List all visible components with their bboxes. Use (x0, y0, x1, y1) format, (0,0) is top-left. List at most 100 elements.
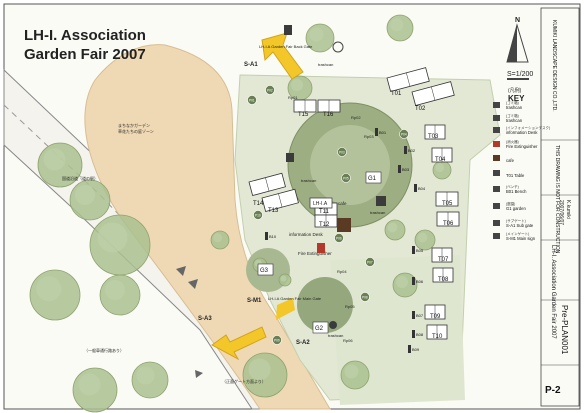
table-label: T13 (268, 208, 279, 214)
table-label: T12 (319, 222, 330, 228)
bench-icon (398, 165, 401, 173)
rp-label: Rp04 (337, 269, 347, 274)
tree-highlight (78, 373, 101, 396)
trashcan-icon-plaza (286, 153, 294, 162)
tree-highlight (213, 233, 223, 243)
bench-label: B10 (269, 234, 277, 239)
table (436, 211, 460, 227)
key-item-jp: (庭園) (506, 201, 515, 206)
table (435, 191, 459, 207)
planter-marker (365, 257, 375, 267)
bench-label: B06 (416, 279, 424, 284)
key-item-jp: (サブゲート) (506, 218, 526, 223)
sign-sa3: S-A3 (198, 316, 212, 322)
planter-label: P09 (274, 339, 280, 343)
table (424, 124, 446, 140)
tree-highlight (396, 276, 408, 288)
cafe-label: cafe (338, 201, 347, 206)
key-item-en: Fire Extinguisher (506, 144, 538, 149)
tree-highlight (280, 275, 287, 282)
table-label: T10 (432, 334, 443, 340)
tree-highlight (309, 27, 324, 42)
planter-marker (272, 335, 282, 345)
sand-area (84, 44, 331, 410)
planter-label: P07 (367, 261, 373, 265)
garden-g2-area (297, 277, 353, 333)
planter-label: P01 (249, 99, 255, 103)
key-item-jp: (ベンチ) (506, 184, 519, 189)
site-markers: G1G2G3B01B02B03B04B05B06B07B08B09B10P01P… (247, 85, 426, 353)
key-item-jp: (ゴミ箱) (506, 113, 519, 118)
key-symbol (493, 141, 500, 147)
bench-icon (408, 345, 411, 353)
key-item-en: B01 Bench (506, 189, 527, 194)
tree-highlight (75, 185, 95, 205)
tree-highlight (417, 232, 428, 243)
planter-label: P08 (362, 296, 368, 300)
tree-highlight (43, 148, 66, 171)
cafe-icon (337, 218, 351, 232)
bench-icon (412, 246, 415, 254)
key-item-en: information Desk (506, 130, 538, 135)
north-arrow-fill (507, 25, 517, 62)
title-line1: LH-I. Association (24, 27, 146, 44)
planter-marker (360, 292, 370, 302)
main-gate-arrow (211, 326, 267, 361)
bench-label: B07 (416, 313, 424, 318)
title-line2: Garden Fair 2007 (24, 46, 146, 63)
key-symbol (493, 170, 500, 176)
table-label: T07 (438, 257, 449, 263)
planter-label: P10 (255, 214, 261, 218)
tree-highlight (105, 280, 125, 300)
garden-label: G3 (260, 268, 269, 274)
key-symbol (493, 203, 500, 209)
tree-highlight (344, 364, 359, 379)
table-label: T02 (415, 106, 426, 112)
key-item-en: T01 Table (506, 173, 525, 178)
bench-icon (414, 184, 417, 192)
key-item-en: S-A1 Sub gate (506, 223, 534, 228)
sign-sa1: S-A1 (244, 62, 258, 68)
bench-label: B03 (402, 167, 410, 172)
planter-label: P06 (336, 237, 342, 241)
bench-icon (265, 232, 268, 240)
table (293, 99, 317, 113)
tree-highlight (97, 222, 128, 253)
bench-label: B09 (412, 347, 420, 352)
rp-label: Rp06 (343, 338, 353, 343)
road-note1: 国道沿道（道の駅） (62, 175, 98, 181)
tree-highlight (435, 163, 445, 173)
trashcan-label-east: trashcan (370, 210, 385, 215)
planter-marker (247, 95, 257, 105)
planter-label: P03 (339, 151, 345, 155)
main-gate-label: LH-I.A Garden Fair Main Gate (268, 296, 322, 301)
project-name: LH-I. Association Garden Fair 2007 (550, 245, 556, 339)
key-symbol (493, 155, 500, 161)
key-item-en: trashcan (506, 118, 523, 123)
key-item-en: cafe (506, 158, 515, 163)
garden-box (257, 263, 274, 276)
key-legend: (ゴミ箱)trashcan(ゴミ箱)trashcan(インフォメーションデスク)… (493, 100, 550, 241)
planter-label: P05 (343, 177, 349, 181)
planter-label: P04 (401, 133, 407, 137)
bench-icon (412, 311, 415, 319)
trashcan-icon-east (376, 196, 386, 206)
trashcan-icon (284, 25, 292, 35)
key-item-jp: (消火器) (506, 139, 519, 144)
info-desk-box (309, 197, 333, 209)
zone-note1: まちなかガーデン (118, 122, 150, 128)
table-label: T05 (442, 201, 453, 207)
bench-icon (404, 146, 407, 154)
key-item-jp: (インフォメーションデスク) (506, 125, 550, 130)
table (424, 304, 446, 320)
north-label: N (515, 17, 520, 24)
table-label: T11 (319, 209, 330, 215)
trees (29, 14, 452, 413)
tree-highlight (387, 222, 398, 233)
plaza-inner (310, 125, 390, 205)
sign-sm1: S-M1 (247, 298, 262, 304)
garden-box (365, 171, 382, 184)
tables: T01T02T03T04T05T06T07T08T09T10T11T12T13T… (248, 67, 460, 340)
bench-label: B04 (418, 186, 426, 191)
